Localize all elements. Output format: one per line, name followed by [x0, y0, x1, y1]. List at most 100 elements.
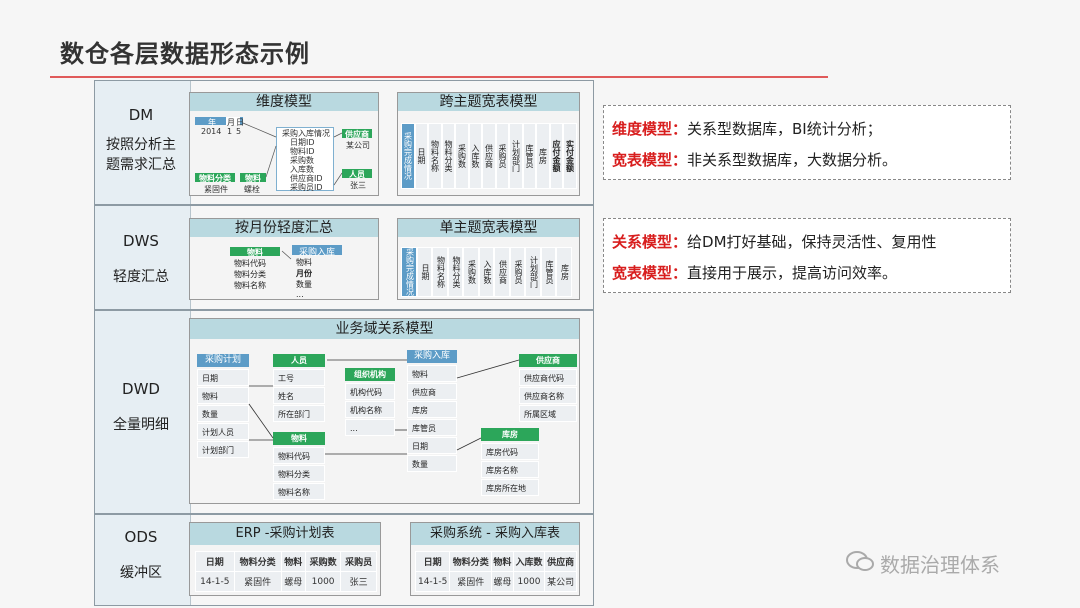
note-line: 关系模型：给DM打好基础，保持灵活性、复用性 — [612, 231, 1010, 252]
fact-field: 日期ID — [290, 138, 315, 147]
dwd-org-field: 机构名称 — [345, 401, 395, 418]
wide-column: 采购数 — [463, 247, 479, 297]
dwd-inbound-header: 采购入库 — [407, 350, 457, 363]
dws-wide-columns: 采购完成情况日期物料名称物料分类采购数入库数供应商采购员计划部门库管员库房 — [401, 247, 572, 297]
wide-column: 实付金额 — [563, 123, 577, 189]
fact-field: 采购员ID — [290, 183, 323, 192]
dim-supplier-value: 某公司 — [346, 141, 370, 150]
ods-cell: 物料 — [491, 551, 514, 572]
dwd-warehouse-header: 库房 — [481, 428, 539, 441]
dwd-plan-field: 数量 — [197, 405, 249, 422]
wide-column: 物料分类 — [441, 123, 455, 189]
note-value: 直接用于展示，提高访问效率。 — [687, 264, 898, 282]
note-value: 关系型数据库，BI统计分析； — [687, 120, 882, 138]
dwd-warehouse-field: 库房代码 — [481, 443, 539, 460]
title-underline — [50, 76, 828, 78]
dim-material: 物料 — [240, 173, 266, 183]
dws-wide-table-model: 单主题宽表模型 采购完成情况日期物料名称物料分类采购数入库数供应商采购员计划部门… — [397, 218, 580, 300]
dws-purchase-header: 采购入库 — [292, 245, 342, 258]
ods-cell: 采购数 — [304, 551, 342, 572]
ods-table-2-title: 采购系统 - 采购入库表 — [411, 523, 579, 545]
dwd-inbound-field: 库房 — [407, 401, 457, 418]
watermark-text: 数据治理体系 — [880, 553, 1000, 577]
layer-name: ODS — [124, 528, 158, 546]
layer-name: DM — [128, 106, 154, 124]
dwd-person-header: 人员 — [273, 354, 325, 367]
relation-line — [248, 403, 274, 439]
dwd-plan-field: 日期 — [197, 369, 249, 386]
layer-divider — [94, 204, 594, 206]
dim-month-value: 1 — [227, 127, 233, 136]
dwd-relation-lines — [248, 359, 520, 455]
dm-wide-title: 跨主题宽表模型 — [398, 93, 579, 111]
dws-material-item: 物料分类 — [234, 270, 266, 279]
layer-desc: 缓冲区 — [120, 565, 162, 581]
dwd-org-field: 机构代码 — [345, 383, 395, 400]
note-key: 宽表模型： — [612, 264, 688, 282]
note-dm: 维度模型：关系型数据库，BI统计分析； 宽表模型：非关系型数据库，大数据分析。 — [603, 105, 1011, 180]
wide-column: 应付金额 — [549, 123, 563, 189]
dm-relation-lines — [242, 122, 343, 186]
fact-field: 采购数 — [290, 156, 314, 165]
wide-column: 物料分类 — [447, 247, 463, 297]
ods-cell: 采购员 — [340, 551, 377, 572]
layer-desc: 轻度汇总 — [113, 269, 169, 285]
ods-cell: 14-1-5 — [414, 571, 451, 592]
dwd-supplier-header: 供应商 — [519, 354, 577, 367]
layer-ods-label: ODS 缓冲区 — [95, 528, 187, 582]
relation-line — [456, 437, 482, 451]
note-value: 给DM打好基础，保持灵活性、复用性 — [687, 233, 937, 251]
wide-column: 采购数 — [455, 123, 469, 189]
wide-column: 日期 — [414, 123, 428, 189]
ods-cell: 紧固件 — [233, 571, 282, 592]
note-key: 维度模型： — [612, 120, 688, 138]
layer-dm-label: DM 按照分析主 题需求汇总 — [95, 106, 187, 174]
ods-cell: 某公司 — [544, 571, 577, 592]
dws-purchase-item: 月份 — [296, 269, 312, 278]
ods-cell: 物料分类 — [449, 551, 493, 572]
dwd-inbound-field: 物料 — [407, 365, 457, 382]
wide-key-column: 采购完成情况 — [401, 123, 415, 189]
wide-column: 计划部门 — [525, 247, 541, 297]
wide-column: 采购员 — [495, 123, 509, 189]
dws-purchase-item: ... — [296, 290, 304, 299]
dwd-person-field: 所在部门 — [273, 405, 325, 422]
layer-dwd-label: DWD 全量明细 — [95, 380, 187, 434]
page-title: 数仓各层数据形态示例 — [60, 40, 310, 68]
wide-column: 库管员 — [522, 123, 536, 189]
dws-right-title: 单主题宽表模型 — [398, 219, 579, 237]
dwd-supplier-field: 供应商代码 — [519, 369, 577, 386]
dwd-inbound-field: 日期 — [407, 437, 457, 454]
layer-column — [94, 80, 191, 606]
dwd-plan-field: 计划部门 — [197, 441, 249, 458]
ods-cell: 1000 — [304, 571, 342, 592]
wide-column: 库管员 — [540, 247, 556, 297]
layer-desc: 按照分析主 — [106, 137, 176, 153]
dwd-plan-header: 采购计划 — [197, 354, 249, 367]
dwd-inbound-field: 供应商 — [407, 383, 457, 400]
relation-line — [456, 359, 520, 379]
wide-column: 库房 — [556, 247, 572, 297]
dim-person: 人员 — [342, 169, 372, 179]
layer-dws-label: DWS 轻度汇总 — [95, 232, 187, 286]
ods-table-1-title: ERP -采购计划表 — [190, 523, 380, 545]
dwd-material-header: 物料 — [273, 432, 325, 445]
note-line: 宽表模型：非关系型数据库，大数据分析。 — [612, 149, 1010, 170]
fact-field: 入库数 — [290, 165, 314, 174]
dm-wide-table-model: 跨主题宽表模型 采购完成情况日期物料名称物料分类采购数入库数供应商采购员计划部门… — [397, 92, 580, 196]
dim-material-value: 螺栓 — [244, 185, 260, 194]
dwd-warehouse-field: 库房名称 — [481, 461, 539, 478]
layer-divider — [94, 513, 594, 515]
layer-desc: 题需求汇总 — [106, 157, 176, 173]
dwd-org-field: ... — [345, 419, 395, 436]
note-line: 宽表模型：直接用于展示，提高访问效率。 — [612, 262, 1010, 283]
dwd-inbound-field: 库管员 — [407, 419, 457, 436]
dws-left-title: 按月份轻度汇总 — [190, 219, 378, 237]
wide-column: 供应商 — [494, 247, 510, 297]
layer-desc: 全量明细 — [113, 417, 169, 433]
dim-supplier: 供应商 — [342, 129, 372, 139]
ods-cell: 螺母 — [491, 571, 514, 592]
dws-purchase-item: 物料 — [296, 258, 312, 267]
